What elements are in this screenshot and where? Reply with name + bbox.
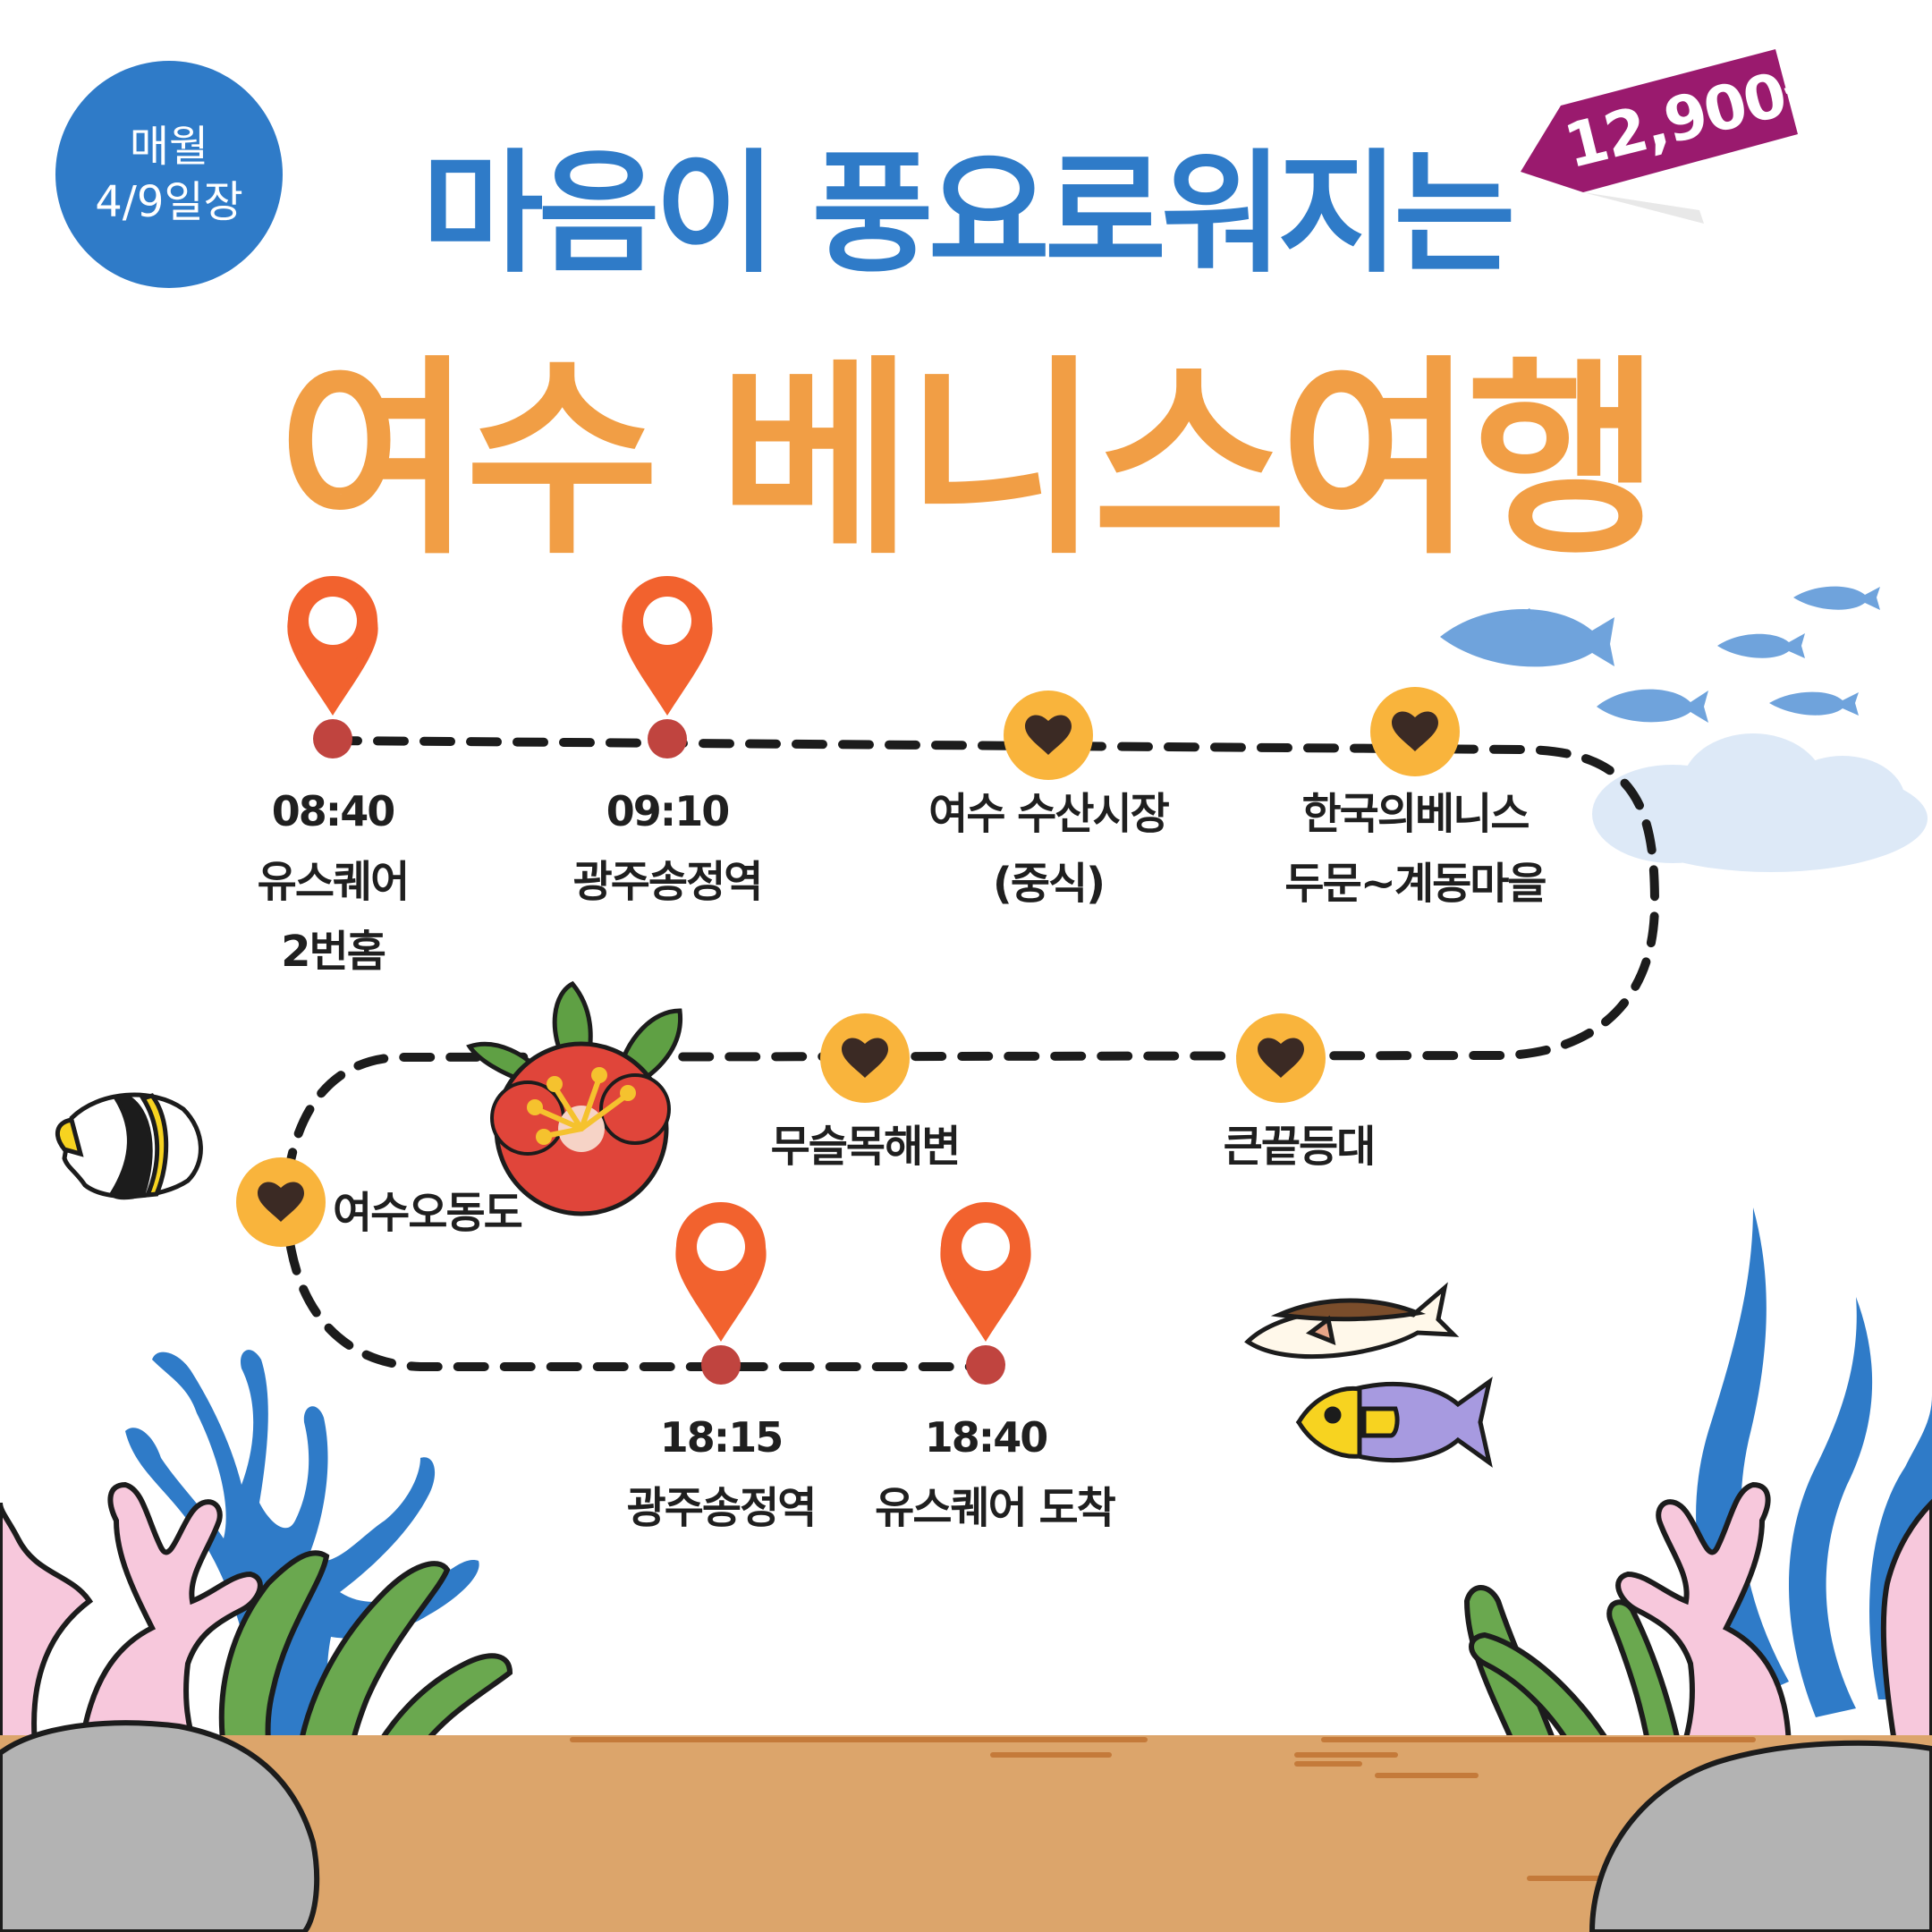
stop2-time: 09:10 bbox=[606, 787, 730, 835]
monthly-schedule-badge: 매월 4/9일장 bbox=[55, 61, 283, 288]
stop9-time: 18:40 bbox=[924, 1413, 1048, 1462]
badge-line1: 매월 bbox=[129, 122, 209, 172]
stop1-name: 유스퀘어 bbox=[257, 857, 411, 907]
pink-coral-right bbox=[1615, 1481, 1932, 1756]
stop1-detail: 2번홈 bbox=[281, 927, 386, 977]
stop4-name: 한국의베니스 bbox=[1301, 789, 1530, 839]
stop4-detail: 두문~계동마을 bbox=[1284, 859, 1546, 909]
rock-right bbox=[1589, 1740, 1932, 1932]
location-pin-icon bbox=[287, 576, 378, 716]
heart-icon bbox=[820, 1013, 910, 1103]
stop3-name: 여수 수산시장 bbox=[928, 789, 1170, 839]
price-tag bbox=[1521, 49, 1798, 192]
subtitle: 마음이 풍요로워지는 bbox=[421, 137, 1516, 291]
stop1-time: 08:40 bbox=[271, 787, 395, 835]
route-path bbox=[281, 736, 1660, 1371]
angelfish bbox=[55, 1092, 203, 1200]
location-pin-icon bbox=[622, 576, 713, 716]
sand-floor bbox=[0, 1735, 1932, 1932]
page-title: 여수 베니스여행 bbox=[277, 337, 1661, 583]
location-pin-icon bbox=[675, 1202, 767, 1342]
blue-coral bbox=[125, 1350, 479, 1753]
camellia-flower bbox=[466, 980, 683, 1216]
heart-icon bbox=[1004, 691, 1093, 780]
stop7-name: 여수오동도 bbox=[333, 1188, 523, 1238]
stop-dots bbox=[313, 719, 1005, 1385]
brown-fish bbox=[1244, 1282, 1460, 1360]
sand-lines bbox=[570, 1737, 1756, 1881]
heart-icon bbox=[236, 1157, 326, 1247]
stop5-name: 큰끝등대 bbox=[1223, 1122, 1377, 1172]
purple-fish bbox=[1295, 1377, 1493, 1468]
stop8-name: 광주송정역 bbox=[626, 1483, 818, 1533]
heart-icon bbox=[1370, 687, 1460, 776]
stop9-name: 유스퀘어 도착 bbox=[875, 1483, 1116, 1533]
stop8-time: 18:15 bbox=[659, 1413, 784, 1462]
rock-left bbox=[0, 1720, 320, 1932]
stop6-name: 무슬목해변 bbox=[770, 1122, 962, 1172]
heart-icon bbox=[1236, 1013, 1326, 1103]
location-pin-icon bbox=[940, 1202, 1031, 1342]
pink-coral-left bbox=[0, 1481, 263, 1756]
stop2-name: 광주송정역 bbox=[572, 857, 764, 907]
badge-line2: 4/9일장 bbox=[95, 177, 243, 227]
stop3-detail: (중식) bbox=[992, 859, 1106, 909]
fish-school bbox=[1440, 586, 1880, 723]
